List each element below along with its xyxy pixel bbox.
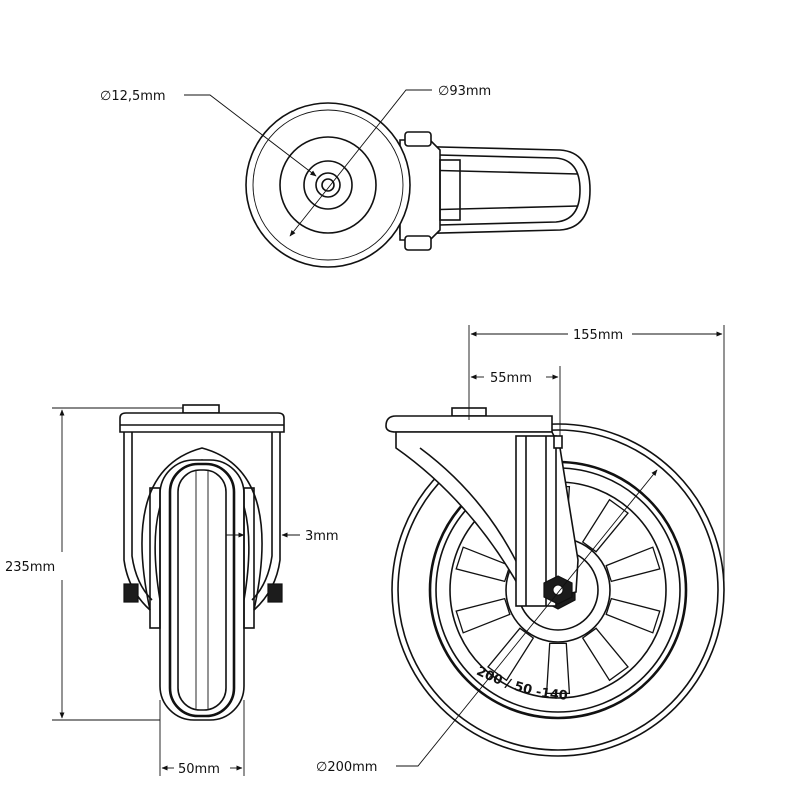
- wheel-diameter-dimension: ∅200mm: [316, 469, 658, 775]
- wheel-spoke: [545, 642, 571, 695]
- top-view-bracket: [399, 131, 591, 251]
- front-view: 235mm 3mm 50mm: [5, 404, 339, 777]
- wheel-spoke: [581, 627, 629, 682]
- tread-clearance-dimension: 3mm: [226, 529, 339, 544]
- tread-clearance-label: 3mm: [305, 529, 339, 544]
- wheel-spoke: [605, 597, 661, 634]
- wheel-spoke: [581, 498, 629, 553]
- overall-length-dimension: 155mm: [468, 325, 725, 590]
- wheel-spoke: [455, 546, 511, 583]
- wheel-spoke: [605, 546, 661, 583]
- plate-diameter-label: ∅93mm: [438, 84, 491, 99]
- overall-height-dimension: 235mm: [5, 407, 183, 721]
- wheel-spoke: [487, 627, 535, 682]
- offset-label: 55mm: [490, 371, 532, 386]
- overall-length-label: 155mm: [573, 328, 623, 343]
- offset-dimension: 55mm: [470, 366, 561, 436]
- side-view: 200 / 50 -140 155mm 55mm: [316, 325, 725, 775]
- front-top-plate: [119, 404, 285, 433]
- bolt-hole-diameter-label: ∅12,5mm: [100, 89, 166, 104]
- wheel-diameter-label: ∅200mm: [316, 760, 377, 775]
- wheel-width-label: 50mm: [178, 762, 220, 777]
- wheel-spoke: [455, 597, 511, 634]
- front-wheel: [149, 459, 255, 721]
- overall-height-label: 235mm: [5, 560, 55, 575]
- top-view: ∅12,5mm ∅93mm: [100, 84, 591, 268]
- plate-diameter-dimension: ∅93mm: [289, 84, 491, 237]
- top-plate: [245, 102, 411, 268]
- bolt-hole-dimension: ∅12,5mm: [100, 89, 317, 177]
- wheel-width-dimension: 50mm: [159, 700, 245, 777]
